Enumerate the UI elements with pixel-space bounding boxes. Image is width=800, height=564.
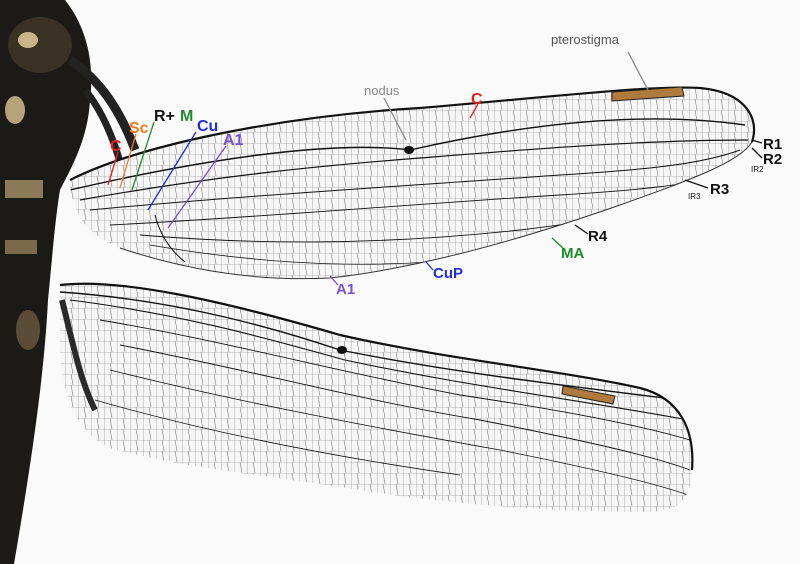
label-r-plus: R+ xyxy=(154,108,175,125)
hindwing-pterostigma-patch xyxy=(561,385,616,405)
label-a1-anal-bottom: A1 xyxy=(336,281,355,298)
nodus-joint xyxy=(404,146,414,154)
label-ir3: IR3 xyxy=(688,192,701,201)
label-cup: CuP xyxy=(433,265,463,282)
label-a1-anal-top: A1 xyxy=(223,132,244,149)
hindwing xyxy=(59,282,694,512)
pterostigma-patch xyxy=(611,86,685,102)
label-m-media: M xyxy=(180,108,193,125)
label-c-costa-left: C xyxy=(110,138,122,155)
label-ma: MA xyxy=(561,245,584,262)
vein-labels: pterostigma nodus C C Sc R+ M Cu A1 R1 R… xyxy=(110,32,782,298)
label-pterostigma: pterostigma xyxy=(551,32,620,47)
label-ir2: IR2 xyxy=(751,165,764,174)
pointer-lines xyxy=(107,51,763,286)
label-r1: R1 xyxy=(763,136,782,153)
hindwing-nodus-joint xyxy=(337,346,347,354)
label-r3: R3 xyxy=(710,181,729,198)
label-c-costa-top: C xyxy=(471,91,483,108)
label-nodus: nodus xyxy=(364,83,400,98)
dragonfly-body xyxy=(0,0,140,564)
label-sc-subcosta: Sc xyxy=(129,120,149,137)
label-cu-cubitus: Cu xyxy=(197,118,218,135)
label-r2: R2 xyxy=(763,151,782,168)
label-r4: R4 xyxy=(588,228,608,245)
